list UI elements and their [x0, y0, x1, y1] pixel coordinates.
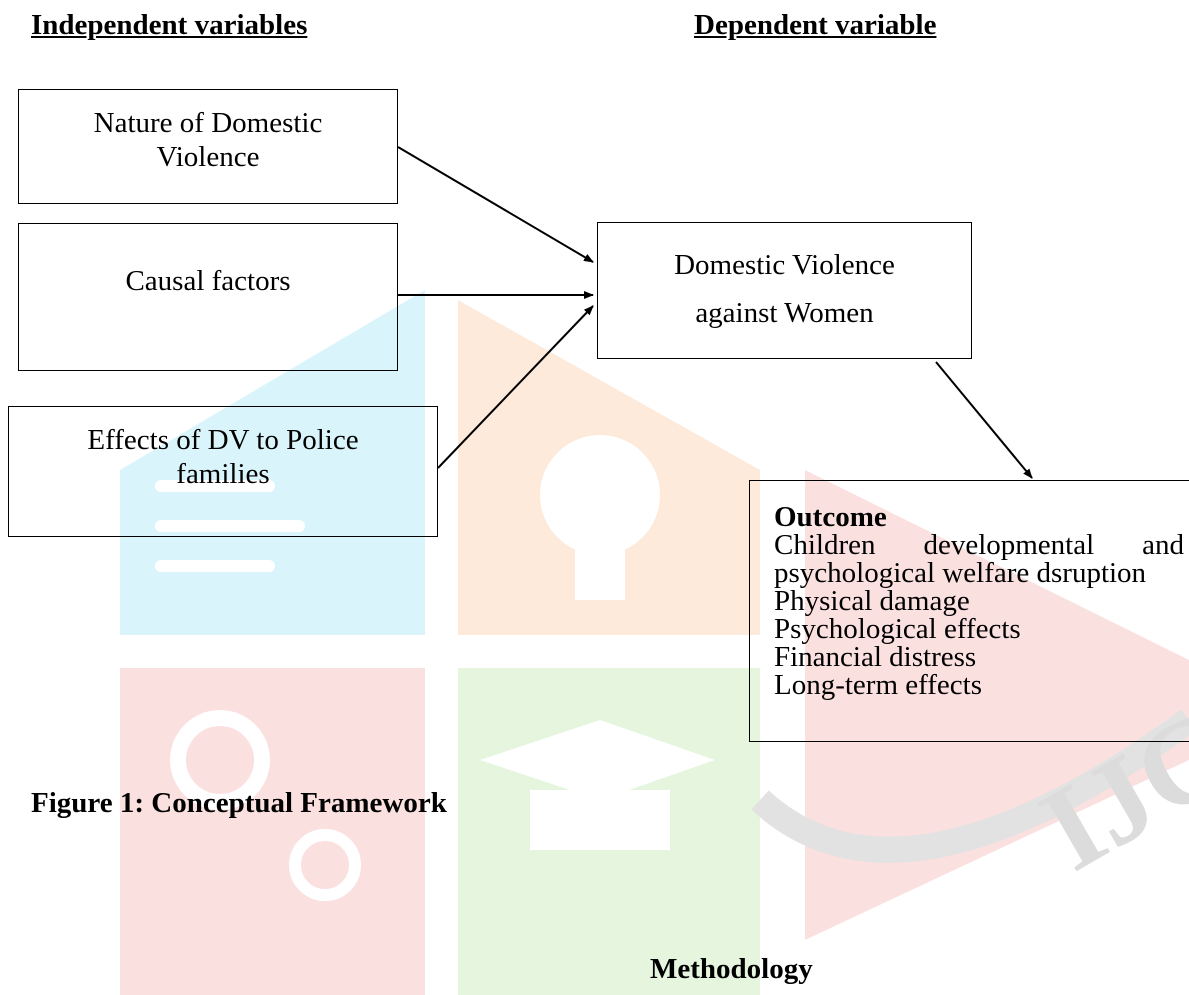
- box-effects-of-dv: Effects of DV to Police families: [8, 406, 438, 537]
- section-heading-methodology: Methodology: [650, 953, 813, 985]
- box-label: against Women: [695, 297, 874, 329]
- figure-caption: Figure 1: Conceptual Framework: [31, 787, 447, 819]
- dependent-variable-heading: Dependent variable: [694, 9, 937, 41]
- gear-icon: [120, 668, 425, 995]
- box-label: Causal factors: [125, 265, 291, 297]
- box-label: Violence: [156, 141, 260, 173]
- graduation-cap-icon: [458, 668, 760, 995]
- box-domestic-violence-against-women: Domestic Violence against Women: [597, 222, 972, 359]
- outcome-title: Outcome: [774, 501, 887, 533]
- outcome-item: Financial distress: [774, 641, 977, 673]
- outcome-item: Physical damage: [774, 585, 970, 617]
- box-causal-factors: Causal factors: [18, 223, 398, 371]
- box-label: families: [176, 458, 270, 490]
- outcome-item: Long-term effects: [774, 669, 983, 701]
- outcome-word: developmental: [923, 529, 1095, 561]
- circuit-icon: [120, 290, 425, 635]
- play-icon: [751, 470, 1189, 940]
- outcome-box: Outcome Children developmental and psych…: [749, 480, 1189, 742]
- outcome-word: Children: [774, 529, 876, 561]
- box-nature-of-domestic-violence: Nature of Domestic Violence: [18, 89, 398, 204]
- outcome-item: psychological welfare dsruption: [774, 557, 1147, 589]
- outcome-item: Children developmental and: [774, 529, 1184, 561]
- box-label: Domestic Violence: [674, 249, 895, 281]
- box-label: Nature of Domestic: [93, 107, 323, 139]
- lightbulb-icon: [458, 300, 760, 635]
- outcome-word: and: [1142, 529, 1184, 561]
- independent-variables-heading: Independent variables: [31, 9, 308, 41]
- outcome-item: Psychological effects: [774, 613, 1021, 645]
- arrow-nature-to-dv: [397, 146, 594, 263]
- box-label: Effects of DV to Police: [87, 424, 359, 456]
- arrow-dv-to-outcome: [935, 361, 1033, 479]
- arrow-effects-to-dv: [437, 305, 594, 469]
